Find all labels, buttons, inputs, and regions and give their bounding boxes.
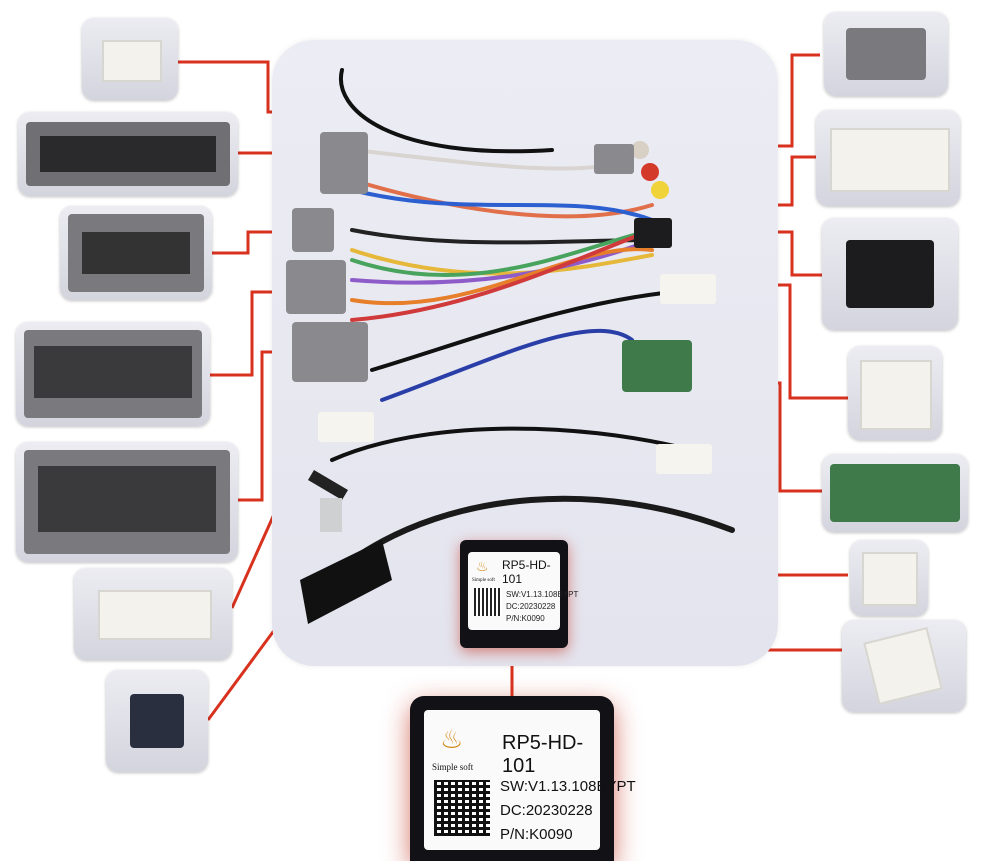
model-name-large: RP5-HD-101 — [502, 732, 584, 777]
flame-logo-icon: ♨ — [476, 558, 489, 574]
qr-code-large — [434, 780, 490, 836]
connector-thumb-white-small — [82, 18, 178, 100]
module-box-small: ♨ Simple soft RP5-HD-101 SW:V1.13.108BYP… — [460, 540, 578, 648]
connector-thumb-green — [822, 454, 968, 532]
part-number-large: P/N:K0090 — [500, 826, 573, 843]
module-label-small: ♨ Simple soft RP5-HD-101 SW:V1.13.108BYP… — [468, 552, 578, 630]
date-code-large: DC:20230228 — [500, 802, 593, 819]
brand-name-small: Simple soft — [472, 578, 495, 583]
module-box-large: ♨ Simple soft RP5-HD-101 SW:V1.13.108BYP… — [410, 696, 636, 861]
connector-thumb-white-multi — [816, 110, 960, 206]
connector-thumb-black-usb — [106, 670, 208, 772]
connector-thumb-white-square — [842, 620, 966, 712]
qr-code-small — [474, 588, 502, 616]
connector-thumb-white-antenna — [74, 568, 232, 660]
model-name-small: RP5-HD-101 — [502, 558, 551, 586]
connector-thumb-grey-large-1 — [18, 112, 238, 196]
flame-logo-icon: ♨ — [440, 724, 464, 754]
connector-thumb-grey-small — [824, 12, 948, 96]
wire-harness — [286, 68, 735, 624]
connector-thumb-grey-large-3 — [16, 442, 238, 562]
connector-thumb-white-coax-1 — [848, 346, 942, 440]
sw-version-large: SW:V1.13.108BYPT — [500, 778, 636, 795]
part-number-small: P/N:K0090 — [506, 614, 545, 623]
date-code-small: DC:20230228 — [506, 602, 556, 611]
connector-thumb-white-coax-2 — [850, 540, 928, 616]
module-label-large: ♨ Simple soft RP5-HD-101 SW:V1.13.108BYP… — [424, 710, 636, 850]
connector-thumb-grey-large-2 — [16, 322, 210, 426]
brand-name-large: Simple soft — [432, 762, 474, 772]
connector-thumb-black-multi — [822, 218, 958, 330]
sw-version-small: SW:V1.13.108BYPT — [506, 590, 579, 599]
connector-thumb-grey-medium — [60, 206, 212, 300]
